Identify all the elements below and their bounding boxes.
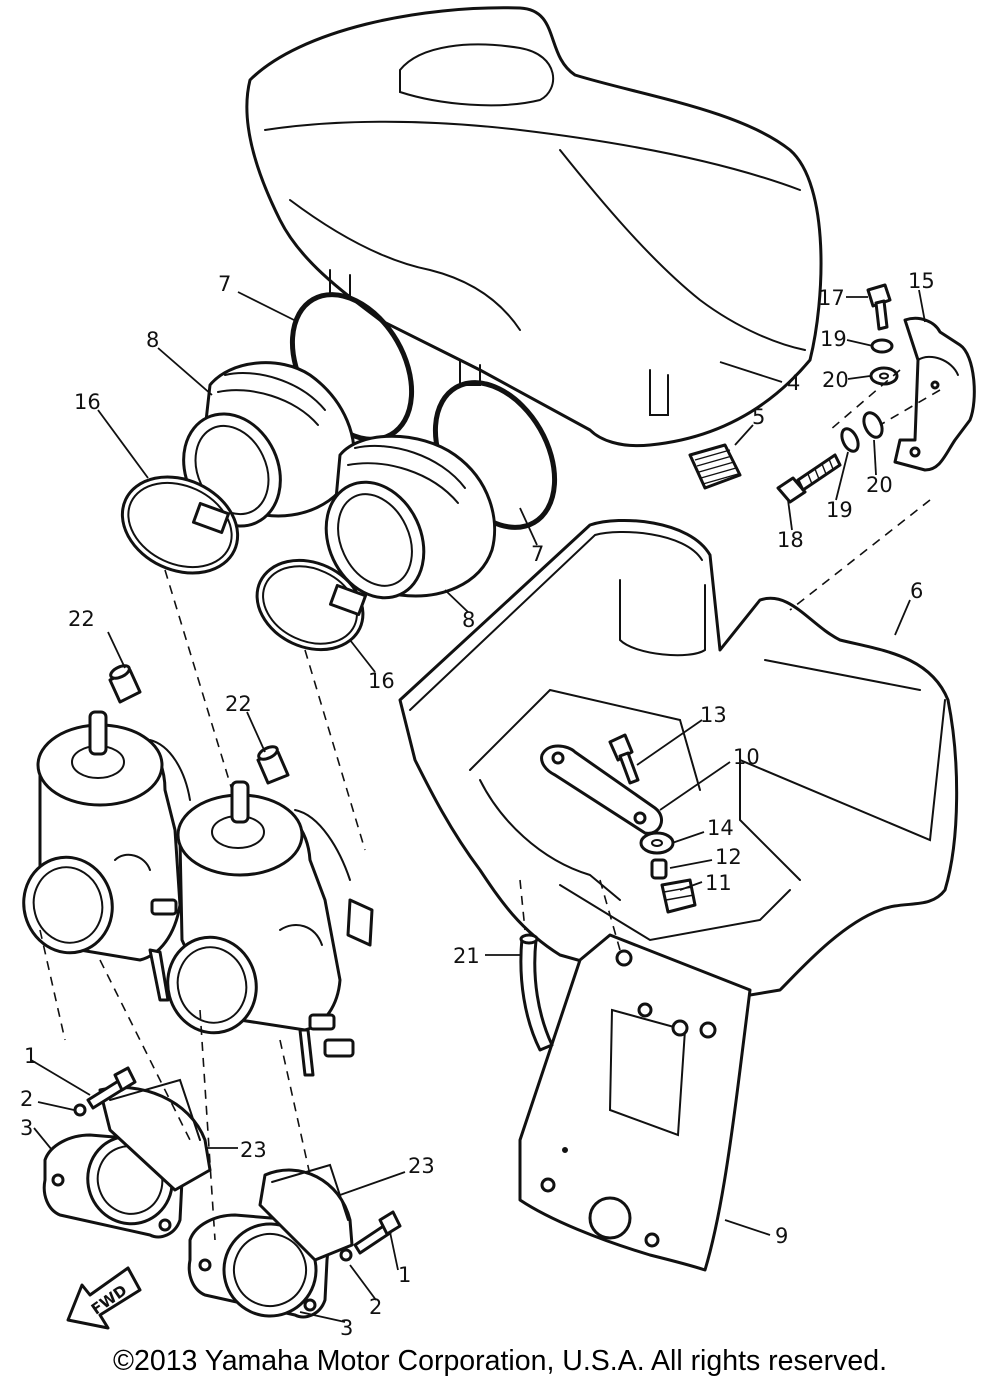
intake-joint-right (324, 434, 497, 600)
fwd-arrow-icon: FWD (66, 1266, 142, 1330)
bolt-18 (776, 453, 842, 504)
leader-lines (30, 289, 926, 1323)
hose-clamp-right (255, 558, 368, 652)
callout-15: 15 (908, 269, 935, 293)
manifold-right (187, 1163, 354, 1319)
callout-9: 9 (775, 1224, 788, 1248)
callout-11: 11 (705, 871, 732, 895)
callout-5: 5 (752, 405, 765, 429)
callout-14: 14 (707, 816, 734, 840)
callout-13: 13 (700, 703, 727, 727)
callout-20-bottom: 20 (866, 473, 893, 497)
callout-2-left: 2 (20, 1087, 33, 1111)
callout-6: 6 (910, 579, 923, 603)
callout-3-right: 3 (340, 1316, 353, 1340)
callout-3-left: 3 (20, 1116, 33, 1140)
element-spring (688, 443, 742, 490)
washer-2-left (73, 1103, 87, 1117)
bracket-15 (893, 316, 976, 472)
callout-23-right: 23 (408, 1154, 435, 1178)
hose-clamp-left (120, 475, 240, 575)
callout-2-right: 2 (369, 1295, 382, 1319)
grommet-11 (660, 878, 697, 914)
manifold-left (42, 1078, 212, 1239)
callout-labels: 7 8 16 4 5 7 8 16 15 17 19 20 19 20 18 6… (20, 269, 935, 1340)
callout-1-right: 1 (398, 1263, 411, 1287)
callout-20-top: 20 (822, 368, 849, 392)
copyright-notice: ©2013 Yamaha Motor Corporation, U.S.A. A… (113, 1345, 887, 1377)
callout-1-left: 1 (24, 1044, 37, 1068)
washer-2-right (339, 1248, 353, 1262)
washer-20-bottom (862, 411, 884, 439)
callout-8-right: 8 (462, 608, 475, 632)
carburetor-cap-left (108, 664, 142, 704)
bolt-13 (608, 733, 640, 785)
callout-21: 21 (453, 944, 480, 968)
bracket-plate (518, 933, 752, 1272)
carburetor-left (22, 710, 191, 1002)
callout-4: 4 (787, 371, 800, 395)
callout-22-right: 22 (225, 692, 252, 716)
plate (540, 744, 663, 835)
callout-19-bottom: 19 (826, 498, 853, 522)
washer-14 (639, 831, 675, 855)
washer-19-top (870, 338, 894, 354)
carburetor-cap-right (256, 745, 290, 785)
breather-hose (519, 933, 554, 1052)
callout-18: 18 (777, 528, 804, 552)
washer-20-top (869, 366, 899, 386)
bolt-17 (866, 283, 892, 331)
assembly-lines (39, 369, 941, 1241)
washer-19-bottom (840, 427, 860, 453)
callout-16-left: 16 (74, 390, 101, 414)
callout-16-right: 16 (368, 669, 395, 693)
callout-17: 17 (818, 286, 845, 310)
callout-7-left: 7 (218, 272, 231, 296)
callout-8-left: 8 (146, 328, 159, 352)
callout-7-right: 7 (531, 542, 544, 566)
carburetor-right (166, 780, 374, 1077)
callout-19-top: 19 (820, 327, 847, 351)
air-cleaner-case (398, 519, 959, 1002)
air-cleaner-cover (245, 6, 823, 448)
damper-12 (650, 858, 668, 880)
callout-12: 12 (715, 845, 742, 869)
callout-10: 10 (733, 745, 760, 769)
callout-23-left: 23 (240, 1138, 267, 1162)
callout-22-left: 22 (68, 607, 95, 631)
screw-1-left (86, 1066, 137, 1110)
